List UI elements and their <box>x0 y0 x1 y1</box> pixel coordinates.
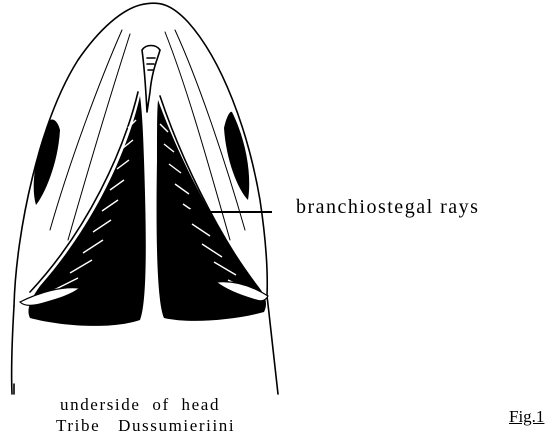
isthmus <box>142 46 160 113</box>
body-outline-left <box>12 306 14 394</box>
branchiostegal-rays-label: branchiostegal rays <box>296 196 479 219</box>
caption-line-2: Tribe Dussumieriini <box>56 416 235 436</box>
caption-line-1: underside of head <box>60 395 220 415</box>
eye-right <box>224 112 249 200</box>
body-outline-right <box>267 296 278 394</box>
figure-number: Fig.1 <box>509 407 544 427</box>
eye-left <box>34 119 60 205</box>
